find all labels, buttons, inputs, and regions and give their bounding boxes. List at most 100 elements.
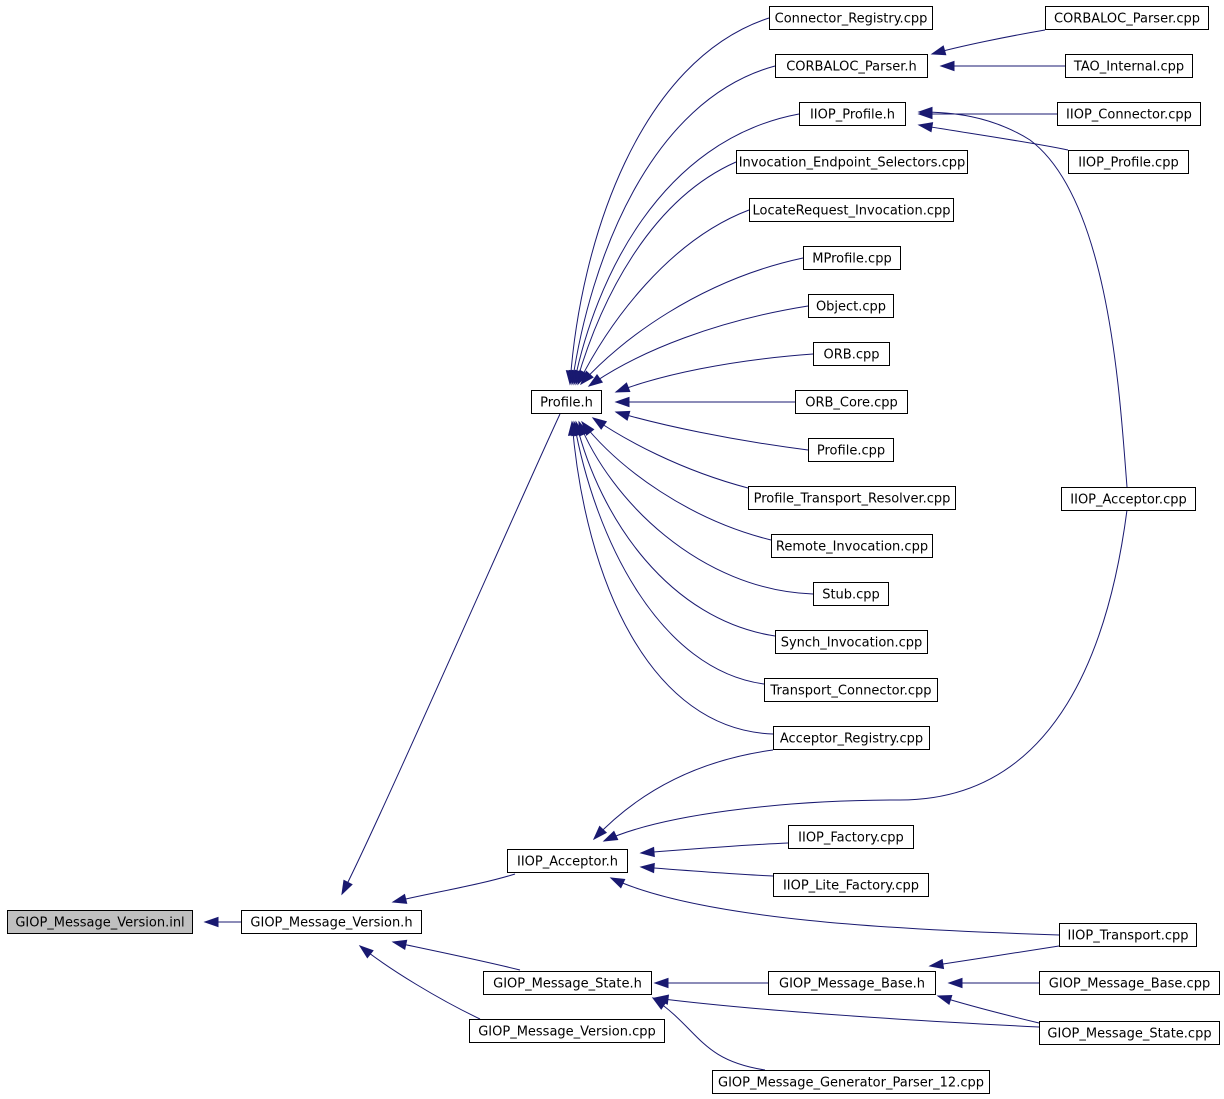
edge-n_iiop_trans-to-n_base_h xyxy=(928,945,1060,970)
node-corbaloc-h[interactable]: CORBALOC_Parser.h xyxy=(775,54,928,78)
edge-n_ver_cpp-to-n_ver_h xyxy=(358,945,481,1020)
node-iiop-lite[interactable]: IIOP_Lite_Factory.cpp xyxy=(773,873,929,897)
node-state-cpp[interactable]: GIOP_Message_State.cpp xyxy=(1039,1021,1220,1045)
arrowhead xyxy=(947,977,963,989)
node-base-cpp[interactable]: GIOP_Message_Base.cpp xyxy=(1039,971,1220,995)
node-iiop-acc-cpp[interactable]: IIOP_Acceptor.cpp xyxy=(1061,487,1196,511)
node-box xyxy=(749,198,954,222)
node-label: Connector_Registry.cpp xyxy=(775,12,928,27)
node-iiop-fact[interactable]: IIOP_Factory.cpp xyxy=(788,825,914,849)
node-box xyxy=(7,910,193,934)
arrowhead xyxy=(391,939,408,950)
node-label: GIOP_Message_State.cpp xyxy=(1047,1027,1211,1042)
node-orb-core[interactable]: ORB_Core.cpp xyxy=(795,390,908,414)
node-iiop-conn[interactable]: IIOP_Connector.cpp xyxy=(1057,102,1201,126)
node-tao-int[interactable]: TAO_Internal.cpp xyxy=(1065,54,1193,78)
node-profile-h[interactable]: Profile.h xyxy=(531,390,602,414)
node-conn-reg[interactable]: Connector_Registry.cpp xyxy=(769,6,933,30)
arrowhead xyxy=(917,122,934,133)
edge-n_profile_cpp-to-n_profile_h xyxy=(614,410,809,451)
edge-line xyxy=(571,65,776,385)
node-box xyxy=(241,910,422,934)
node-label: ORB_Core.cpp xyxy=(805,396,898,411)
edge-line xyxy=(640,842,789,854)
node-box xyxy=(507,849,628,873)
node-box xyxy=(775,630,928,654)
node-profile-cpp[interactable]: Profile.cpp xyxy=(808,438,894,462)
node-label: IIOP_Connector.cpp xyxy=(1066,108,1192,123)
node-box xyxy=(736,150,968,174)
edge-n_state_cpp-to-n_base_h xyxy=(936,995,1040,1024)
node-state-h[interactable]: GIOP_Message_State.h xyxy=(483,971,652,995)
edge-line xyxy=(569,17,770,385)
node-label: Remote_Invocation.cpp xyxy=(776,540,928,555)
node-iiop-trans[interactable]: IIOP_Transport.cpp xyxy=(1059,923,1197,947)
edge-n_acc_reg-to-n_iiop_acc_h xyxy=(592,749,774,841)
edge-n_ver_h-to-n_inl xyxy=(203,916,241,928)
node-box xyxy=(1039,1021,1220,1045)
node-locreq[interactable]: LocateRequest_Invocation.cpp xyxy=(749,198,954,222)
node-box xyxy=(1039,971,1220,995)
node-box xyxy=(1068,150,1189,174)
node-label: GIOP_Message_Version.h xyxy=(250,916,412,931)
edge-line xyxy=(593,749,774,840)
edge-n_remote-to-n_profile_h xyxy=(581,420,772,541)
edge-n_object-to-n_profile_h xyxy=(587,305,809,387)
node-synch[interactable]: Synch_Invocation.cpp xyxy=(775,630,928,654)
edge-line xyxy=(575,421,776,637)
edge-n_orb-to-n_profile_h xyxy=(614,353,814,393)
node-inl[interactable]: GIOP_Message_Version.inl xyxy=(7,910,193,934)
edge-line xyxy=(931,29,1046,55)
node-label: GIOP_Message_Base.h xyxy=(779,977,925,992)
edge-line xyxy=(573,421,765,685)
edge-n_iiop_acc_cpp-to-n_iiop_acc_h xyxy=(602,509,1128,842)
arrowhead xyxy=(602,830,619,842)
node-gen-parser[interactable]: GIOP_Message_Generator_Parser_12.cpp xyxy=(712,1070,990,1094)
node-acc-reg[interactable]: Acceptor_Registry.cpp xyxy=(773,726,930,750)
edge-n_iiop_conn-to-n_iiop_prof_h xyxy=(917,108,1057,120)
node-iiop-acc-h[interactable]: IIOP_Acceptor.h xyxy=(507,849,628,873)
edge-line xyxy=(615,411,809,451)
edge-n_corbaloc_cpp-to-n_corbaloc_h xyxy=(930,29,1046,56)
arrowhead xyxy=(609,877,626,889)
node-box xyxy=(748,486,956,510)
edge-n_base_h-to-n_state_h xyxy=(653,977,768,989)
node-iiop-prof-h[interactable]: IIOP_Profile.h xyxy=(799,102,906,126)
edge-n_mprofile-to-n_profile_h xyxy=(579,257,804,386)
edge-n_profile_h-to-n_ver_h xyxy=(341,413,561,896)
edge-n_base_cpp-to-n_base_h xyxy=(947,977,1039,989)
node-label: IIOP_Acceptor.h xyxy=(517,855,618,870)
node-iiop-prof-cpp[interactable]: IIOP_Profile.cpp xyxy=(1068,150,1189,174)
node-orb[interactable]: ORB.cpp xyxy=(813,342,890,366)
edge-line xyxy=(392,941,521,971)
node-box xyxy=(483,971,652,995)
node-corbaloc-cpp[interactable]: CORBALOC_Parser.cpp xyxy=(1045,6,1209,30)
node-box xyxy=(531,390,602,414)
edge-line xyxy=(578,421,814,595)
node-box xyxy=(1057,102,1201,126)
arrowhead xyxy=(391,893,408,904)
node-box xyxy=(808,294,894,318)
node-ver-h[interactable]: GIOP_Message_Version.h xyxy=(241,910,422,934)
node-ver-cpp[interactable]: GIOP_Message_Version.cpp xyxy=(469,1019,665,1043)
edge-n_inv_ep-to-n_profile_h xyxy=(574,161,737,386)
edge-line xyxy=(392,873,516,903)
node-box xyxy=(1065,54,1193,78)
node-label: GIOP_Message_State.h xyxy=(493,977,642,992)
arrowhead xyxy=(930,45,947,56)
node-label: Object.cpp xyxy=(816,300,886,315)
node-base-h[interactable]: GIOP_Message_Base.h xyxy=(768,971,936,995)
node-stub[interactable]: Stub.cpp xyxy=(813,582,889,606)
node-ptr[interactable]: Profile_Transport_Resolver.cpp xyxy=(748,486,956,510)
node-mprofile[interactable]: MProfile.cpp xyxy=(803,246,901,270)
node-tconn[interactable]: Transport_Connector.cpp xyxy=(764,678,938,702)
edge-line xyxy=(341,413,561,895)
node-box xyxy=(1061,487,1196,511)
node-box xyxy=(469,1019,665,1043)
arrowhead xyxy=(928,958,945,970)
edge-n_state_cpp-to-n_state_h xyxy=(653,994,1040,1028)
node-object[interactable]: Object.cpp xyxy=(808,294,894,318)
node-remote[interactable]: Remote_Invocation.cpp xyxy=(771,534,933,558)
arrowhead xyxy=(639,846,655,858)
node-inv-ep[interactable]: Invocation_Endpoint_Selectors.cpp xyxy=(736,150,968,174)
